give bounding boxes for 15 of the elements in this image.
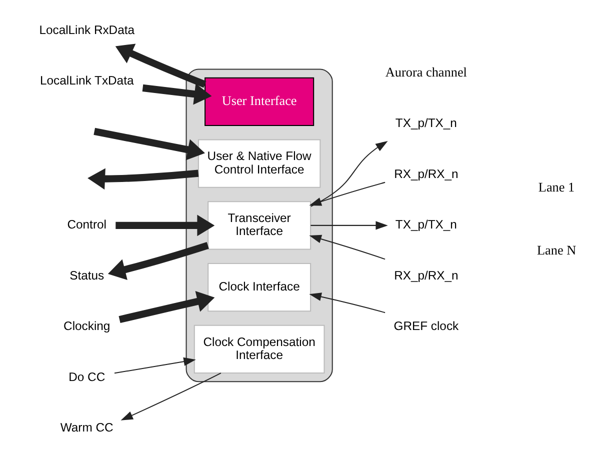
label: Aurora channel [385, 64, 467, 80]
node-text: Warm CC [60, 420, 114, 434]
node-text: TX_p/TX_n [395, 116, 457, 130]
node-text: Clocking [64, 319, 110, 334]
label: Lane N [536, 242, 576, 258]
node-text: GREF clock [394, 319, 459, 334]
node-text: Do CC [68, 370, 106, 384]
node-text: RX_p/RX_n [394, 268, 458, 282]
node-text: Status [70, 268, 104, 282]
node-text: RX_p/RX_n [394, 166, 458, 181]
node-text: Control [67, 218, 106, 232]
node-text: TX_p/TX_n [395, 218, 457, 232]
node-text: LocalLink TxData [40, 74, 134, 88]
label: Lane 1 [538, 179, 575, 194]
node-text: LocalLink RxData [39, 22, 135, 37]
